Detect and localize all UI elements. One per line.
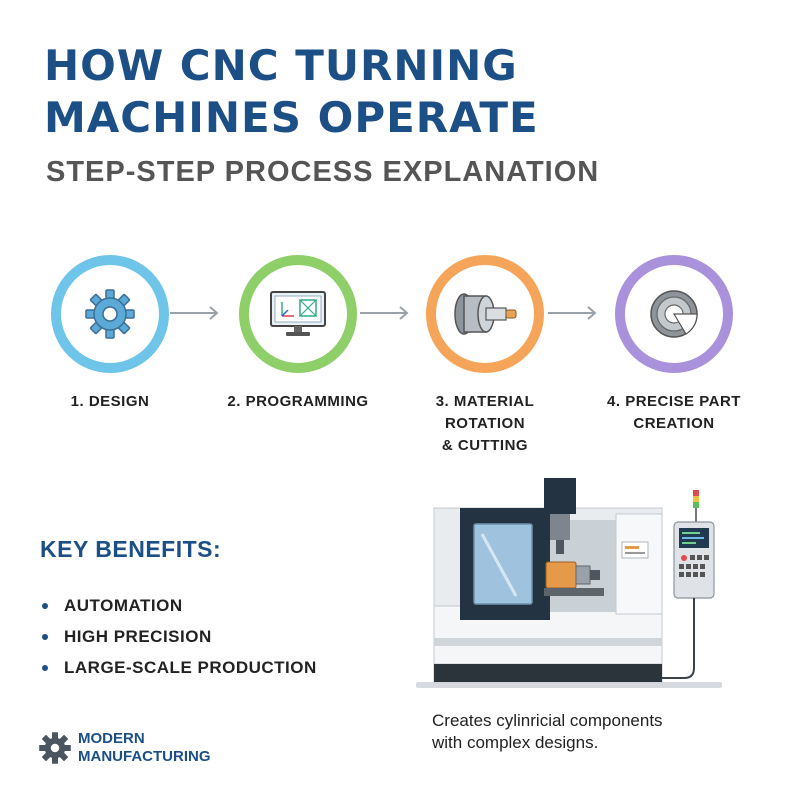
benefits-title: KEY BENEFITS: <box>40 536 222 562</box>
list-item: HIGH PRECISION <box>42 621 317 652</box>
arrow-right-icon <box>360 306 409 320</box>
step-design: 1. DESIGN <box>20 255 200 413</box>
brand-line: MANUFACTURING <box>78 748 211 765</box>
brand-line: MODERN <box>78 730 145 747</box>
step-ring <box>426 255 544 373</box>
step-precise-part-creation: 4. PRECISE PART CREATION <box>584 255 764 435</box>
step-ring <box>239 255 357 373</box>
page-title: HOW CNC TURNING MACHINES OPERATE <box>44 41 539 142</box>
step-programming: 2. PROGRAMMING <box>208 255 388 413</box>
gear-icon <box>39 732 71 764</box>
step-ring <box>51 255 169 373</box>
machine-caption: Creates cylinricial components with comp… <box>432 711 663 752</box>
benefits-list: AUTOMATION HIGH PRECISION LARGE-SCALE PR… <box>42 590 317 683</box>
step-label: 4. PRECISE PART CREATION <box>607 393 741 432</box>
step-material-rotation-cutting: 3. MATERIAL ROTATION & CUTTING <box>395 255 575 457</box>
benefit-text: LARGE-SCALE PRODUCTION <box>64 657 317 677</box>
lathe-chuck-icon <box>454 293 517 335</box>
cnc-machine-icon <box>416 478 722 688</box>
brand-name: MODERN MANUFACTURING <box>78 730 211 766</box>
arrow-right-icon <box>548 306 597 320</box>
brand-logo: MODERN MANUFACTURING <box>38 730 211 766</box>
machined-part-icon <box>650 290 698 338</box>
monitor-icon <box>270 291 326 336</box>
gear-icon <box>85 289 135 339</box>
step-label: 2. PROGRAMMING <box>227 393 369 410</box>
bullet-icon <box>42 602 48 609</box>
benefit-text: HIGH PRECISION <box>64 626 212 646</box>
benefit-text: AUTOMATION <box>64 595 183 615</box>
step-label: 1. DESIGN <box>70 393 150 410</box>
bullet-icon <box>42 633 48 640</box>
page-subtitle: STEP-STEP PROCESS EXPLANATION <box>46 156 600 188</box>
step-ring <box>615 255 733 373</box>
bullet-icon <box>42 664 48 671</box>
arrow-right-icon <box>170 306 219 320</box>
list-item: LARGE-SCALE PRODUCTION <box>42 652 317 683</box>
step-label: 3. MATERIAL ROTATION & CUTTING <box>435 393 535 454</box>
list-item: AUTOMATION <box>42 590 317 621</box>
